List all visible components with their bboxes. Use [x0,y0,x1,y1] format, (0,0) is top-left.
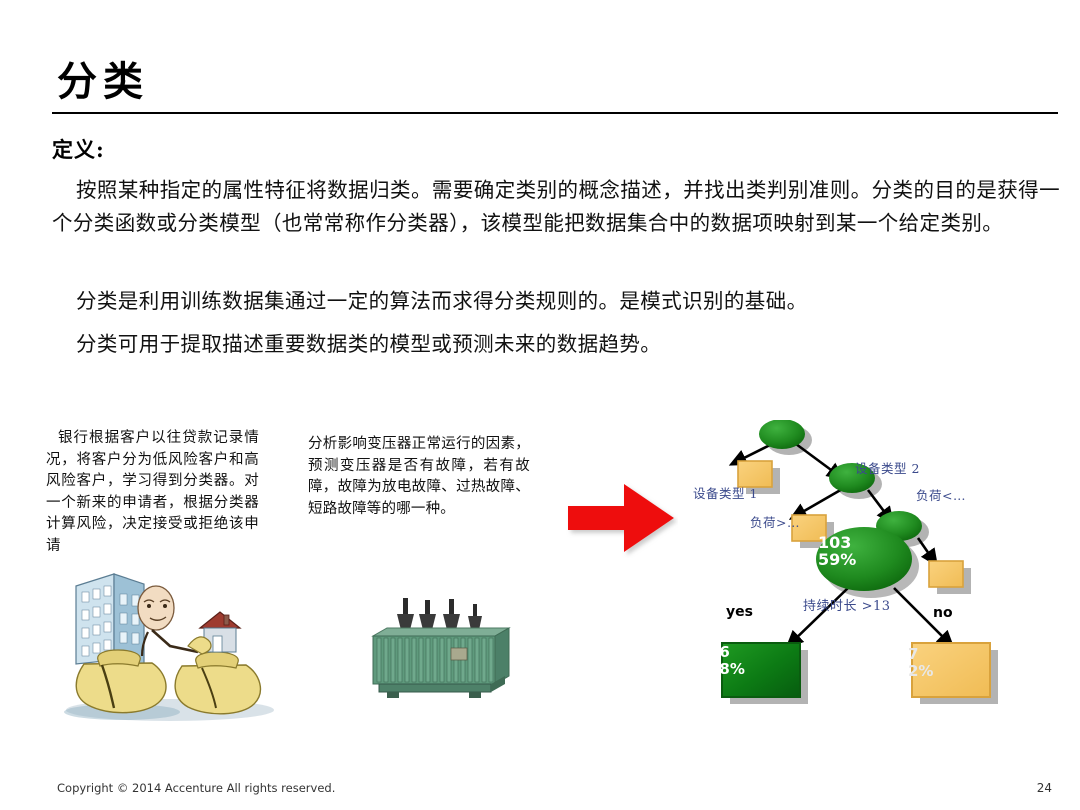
tree-leaf-no-stat: 7 2% [908,645,934,680]
bank-example-text: 银行根据客户以往贷款记录情况，将客户分为低风险客户和高风险客户，学习得到分类器。… [46,430,259,554]
tree-label-load-greater: 负荷>… [750,515,800,530]
footer-page-number: 24 [1036,781,1052,795]
tree-leaf-yes-stat: 96 98% [709,643,745,678]
definition-paragraph-3: 分类可用于提取描述重要数据类的模型或预测未来的数据趋势。 [76,332,662,356]
tree-branch-label-no: no [933,605,953,621]
red-right-arrow [568,484,674,552]
tree-label-equipment-type-2: 设备类型 2 [855,461,920,476]
title-divider [52,112,1058,114]
tree-branch-label-yes: yes [726,604,753,620]
power-transformer-photo [357,592,525,704]
tree-label-load-less: 负荷<… [916,488,966,503]
transformer-example-text: 分析影响变压器正常运行的因素，预测变压器是否有故障，若有故障，故障为放电故障、过… [308,436,530,517]
decision-tree-diagram [721,420,998,704]
definition-paragraph-2: 分类是利用训练数据集通过一定的算法而求得分类规则的。是模式识别的基础。 [76,289,808,313]
definition-paragraph-1: 按照某种指定的属性特征将数据归类。需要确定类别的概念描述，并找出类判别准则。分类… [52,178,1060,235]
tree-node-root-stat: 103 59% [818,533,857,569]
tree-label-equipment-type-1: 设备类型 1 [693,486,758,501]
tree-label-duration: 持续时长 >13 [803,599,891,614]
definition-heading: 定义: [52,137,105,162]
footer-copyright: Copyright © 2014 Accenture All rights re… [57,781,336,795]
page-title: 分类 [57,58,149,105]
bank-money-bags-illustration [64,573,274,721]
